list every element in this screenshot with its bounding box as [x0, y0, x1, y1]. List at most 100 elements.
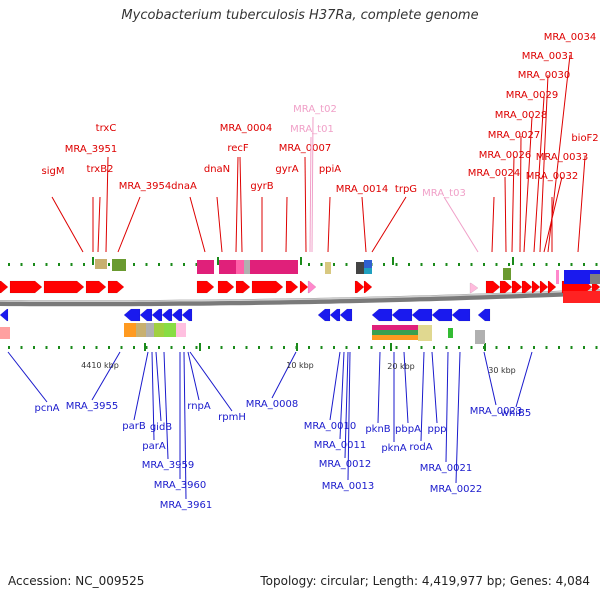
tick-major-bottom: [144, 343, 146, 351]
domain-box: [372, 335, 418, 340]
reverse-gene-arrow: [181, 308, 193, 322]
domain-box: [95, 259, 107, 269]
domain-box: [146, 323, 154, 337]
bottom-gene-label: MRA_3961: [160, 500, 212, 511]
tick-bottom: [95, 346, 98, 349]
tick-top: [495, 263, 498, 266]
top-label-line: [504, 176, 507, 253]
domain-box: [448, 328, 453, 338]
domain-box: [325, 262, 331, 274]
top-gene-label: MRA_0027: [488, 130, 540, 141]
bottom-label-line: [151, 351, 155, 441]
tick-bottom: [258, 346, 260, 349]
tick-top: [458, 263, 460, 266]
bottom-gene-label: MRA_0010: [304, 421, 356, 432]
top-label-line: [235, 156, 239, 253]
forward-gene-arrow: [217, 280, 235, 294]
reverse-gene-arrow: [317, 308, 331, 322]
reverse-gene-arrow: [139, 308, 153, 322]
accession-text: Accession: NC_009525: [8, 574, 145, 588]
top-gene-label: MRA_3954: [119, 181, 171, 192]
top-gene-label: trpG: [395, 184, 417, 195]
tick-bottom: [395, 346, 398, 349]
bottom-gene-label: pknA: [381, 443, 406, 454]
genome-title: Mycobacterium tuberculosis H37Ra, comple…: [121, 8, 479, 23]
tick-top: [345, 263, 348, 266]
top-label-line: [491, 196, 495, 253]
forward-gene-arrow: [363, 280, 373, 294]
forward-gene-arrow: [285, 280, 299, 294]
tick-top: [558, 263, 560, 266]
domain-box: [475, 330, 485, 344]
bottom-label-line: [7, 351, 48, 403]
top-gene-label: trxC: [96, 123, 117, 134]
bottom-gene-label: gidB: [150, 422, 172, 433]
tick-bottom: [45, 346, 48, 349]
gene-features: [0, 259, 600, 344]
tick-top: [145, 263, 148, 266]
tick-top: [483, 263, 485, 266]
bottom-gene-label: whiB5: [501, 408, 532, 419]
top-gene-label: MRA_0024: [468, 168, 520, 179]
tick-bottom: [570, 346, 573, 349]
tick-bottom: [358, 346, 360, 349]
top-label-line: [533, 96, 545, 253]
top-label-line: [371, 196, 407, 253]
bottom-label-line: [403, 351, 409, 424]
top-gene-label: MRA_t01: [290, 124, 334, 135]
tick-top: [395, 263, 398, 266]
reverse-gene-arrow: [151, 308, 163, 322]
tick-top: [83, 263, 85, 266]
trna-gene-arrow: [307, 280, 317, 294]
bottom-label-line: [347, 351, 351, 481]
top-gene-label: gyrB: [250, 181, 273, 192]
top-gene-label: MRA_0007: [279, 143, 331, 154]
tick-bottom: [595, 346, 598, 349]
top-gene-label: MRA_0032: [526, 171, 578, 182]
domain-box: [112, 259, 126, 271]
bottom-gene-label: MRA_0013: [322, 481, 374, 492]
forward-gene-arrow: [43, 280, 85, 294]
forward-gene-arrow: [235, 280, 251, 294]
trna-gene-block: [556, 270, 559, 284]
forward-gene-arrow: [511, 280, 523, 294]
reverse-gene-arrow: [161, 308, 173, 322]
tick-top: [445, 263, 448, 266]
forward-gene-arrow: [485, 280, 501, 294]
domain-box: [124, 323, 136, 337]
bottom-label-line: [329, 351, 341, 421]
bottom-label-line: [339, 351, 345, 440]
tick-bottom: [420, 346, 423, 349]
tick-major-top: [300, 257, 302, 265]
tick-top: [170, 263, 173, 266]
forward-gene-arrow: [299, 280, 309, 294]
forward-gene-arrow: [107, 280, 125, 294]
tick-bottom: [345, 346, 348, 349]
top-gene-label: MRA_0034: [544, 32, 596, 43]
top-label-line: [443, 196, 479, 253]
domain-box: [250, 260, 298, 274]
top-gene-label: MRA_0026: [479, 150, 531, 161]
bottom-gene-label: MRA_0023: [470, 406, 522, 417]
tick-bottom: [445, 346, 448, 349]
top-label-line: [523, 116, 533, 253]
tick-bottom: [170, 346, 173, 349]
backbone-highlight: [0, 289, 600, 303]
bottom-label-line: [420, 351, 425, 442]
tick-top: [195, 263, 198, 266]
tick-top: [570, 263, 573, 266]
domain-box: [372, 330, 418, 335]
forward-gene-arrow: [539, 280, 549, 294]
tick-top: [533, 263, 535, 266]
tick-bottom: [495, 346, 498, 349]
tick-major-top: [392, 257, 394, 265]
tick-top: [308, 263, 310, 266]
bottom-gene-label: pcnA: [34, 403, 59, 414]
top-label-line: [304, 156, 307, 253]
tick-top: [408, 263, 410, 266]
tick-bottom: [33, 346, 35, 349]
tick-bottom: [333, 346, 335, 349]
tick-top: [508, 263, 510, 266]
